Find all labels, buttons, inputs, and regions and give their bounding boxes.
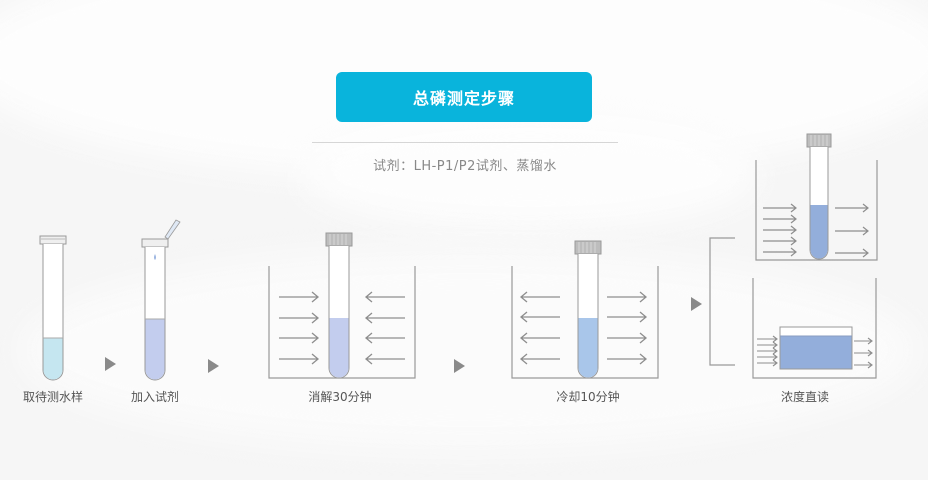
page-title: 总磷测定步骤 <box>336 72 592 122</box>
next-arrow-icon <box>691 297 702 311</box>
test-tube-pipette-icon <box>141 219 181 381</box>
test-tube-sample-icon <box>39 235 67 381</box>
next-arrow-icon <box>454 359 465 373</box>
heating-bath-icon <box>268 232 416 379</box>
next-arrow-icon <box>208 359 219 373</box>
background-glow <box>20 250 920 450</box>
photometer-reading-icon <box>709 133 878 379</box>
divider <box>312 142 618 143</box>
step-label: 冷却10分钟 <box>556 390 620 404</box>
cooling-bath-icon <box>511 240 659 379</box>
step-label: 消解30分钟 <box>308 390 372 404</box>
next-arrow-icon <box>105 357 116 371</box>
step-label: 取待测水样 <box>22 390 83 404</box>
reagents-text: 试剂：LH-P1/P2试剂、蒸馏水 <box>373 159 557 174</box>
step-label: 浓度直读 <box>780 390 829 404</box>
step-label: 加入试剂 <box>130 390 179 404</box>
background-glow <box>300 120 760 230</box>
